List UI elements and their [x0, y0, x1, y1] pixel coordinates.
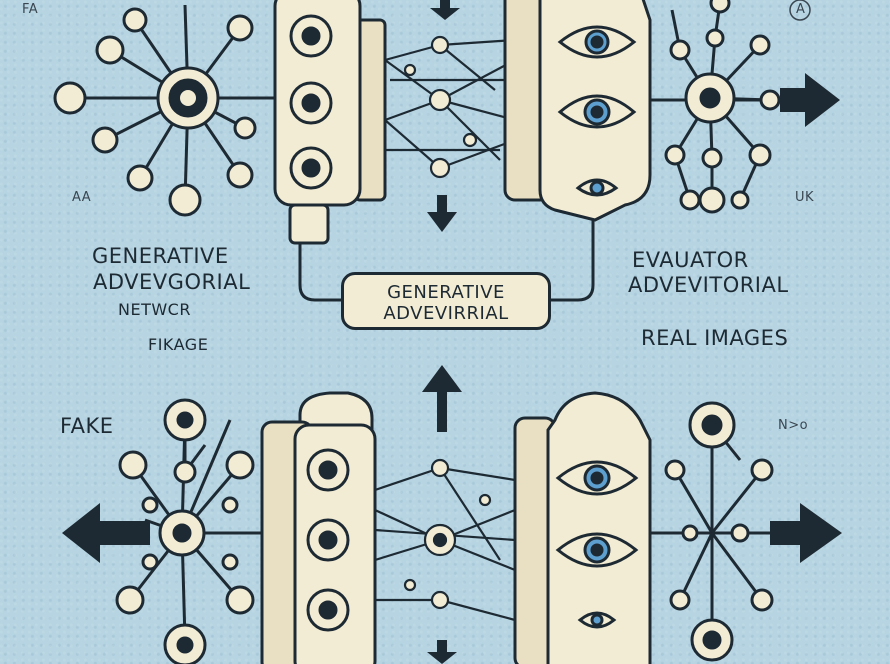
- network-node-cluster-bottom-left: [115, 398, 262, 664]
- generator-port: [288, 203, 330, 245]
- arrow-down-center-icon: [427, 195, 457, 232]
- fake-label: FAKE: [60, 414, 114, 438]
- discriminator-block-top: [503, 0, 652, 222]
- network-node-cluster-top-right: [650, 0, 781, 214]
- network-links-top-middle: [384, 35, 516, 179]
- generator-block-top: [273, 0, 387, 207]
- network-links-bottom-middle: [374, 458, 516, 622]
- left-caption: FIKAGE: [148, 335, 209, 354]
- left-title-line-2: ADVEVGORIAL: [93, 270, 251, 294]
- arrow-left-bottom-icon: [62, 503, 150, 563]
- connector-line-right: [551, 220, 595, 302]
- left-title-line-1: GENERATIVE: [92, 244, 229, 268]
- corner-label-mid-right: UK: [795, 190, 815, 205]
- generator-block-bottom: [260, 391, 377, 664]
- discriminator-block-bottom: [513, 391, 652, 664]
- connector-line-left: [298, 240, 341, 302]
- right-caption: REAL IMAGES: [641, 326, 789, 350]
- network-node-cluster-bottom-right: [650, 401, 790, 662]
- arrow-right-bottom-icon: [770, 503, 842, 563]
- network-node-cluster-top-left: [53, 4, 275, 217]
- center-label-line-2: ADVEVIRRIAL: [383, 303, 509, 324]
- corner-label-mid-left: AA: [72, 190, 92, 205]
- arrow-down-top-icon: [430, 0, 460, 20]
- corner-label-top-right: A: [796, 2, 806, 17]
- center-label-line-1: GENERATIVE: [387, 282, 505, 303]
- arrow-up-center-icon: [422, 365, 462, 432]
- left-title-line-3: NETWCR: [118, 300, 191, 319]
- corner-badge-icon: [789, 0, 811, 21]
- corner-label-lower-right: N>o: [778, 418, 809, 433]
- right-title-line-2: ADVEVITORIAL: [628, 273, 789, 297]
- right-title-line-1: EVAUATOR: [632, 248, 749, 272]
- center-label-box: GENERATIVE ADVEVIRRIAL: [341, 272, 551, 330]
- arrow-down-bottom-icon: [427, 640, 457, 664]
- corner-label-top-left: FA: [22, 2, 39, 17]
- arrow-right-top-icon: [780, 73, 840, 127]
